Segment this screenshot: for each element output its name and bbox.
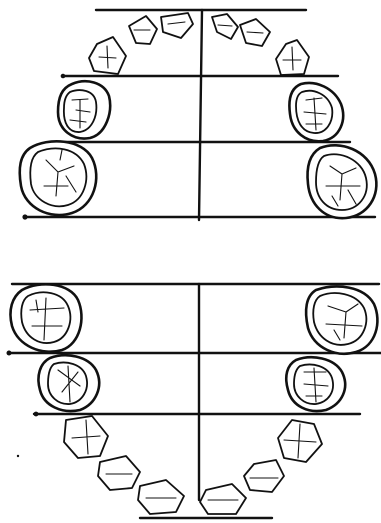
upper-left-central-incisor [161, 13, 193, 38]
lower-left-lateral-incisor [98, 456, 140, 490]
lower-right-central-incisor [200, 484, 246, 514]
lower-left-canine [64, 416, 108, 458]
upper-left-canine [89, 37, 126, 74]
upper-arch [20, 10, 377, 220]
lower-right-canine [278, 420, 322, 462]
upper-left-premolar [58, 81, 110, 138]
upper-midline [199, 10, 202, 220]
upper-right-lateral-incisor [240, 19, 270, 46]
lower-right-premolar [286, 357, 345, 411]
lower-left-molar [10, 284, 81, 351]
lower-arch [7, 284, 381, 518]
lower-right-molar [306, 287, 377, 354]
upper-right-molar [308, 145, 377, 218]
upper-right-canine [276, 40, 309, 75]
upper-right-premolar [289, 83, 343, 141]
lower-left-central-incisor [138, 480, 184, 514]
lower-right-lateral-incisor [244, 460, 284, 492]
lower-left-premolar [38, 355, 99, 411]
upper-left-lateral-incisor [129, 16, 157, 44]
upper-right-central-incisor [212, 14, 238, 39]
upper-left-molar [20, 141, 97, 215]
